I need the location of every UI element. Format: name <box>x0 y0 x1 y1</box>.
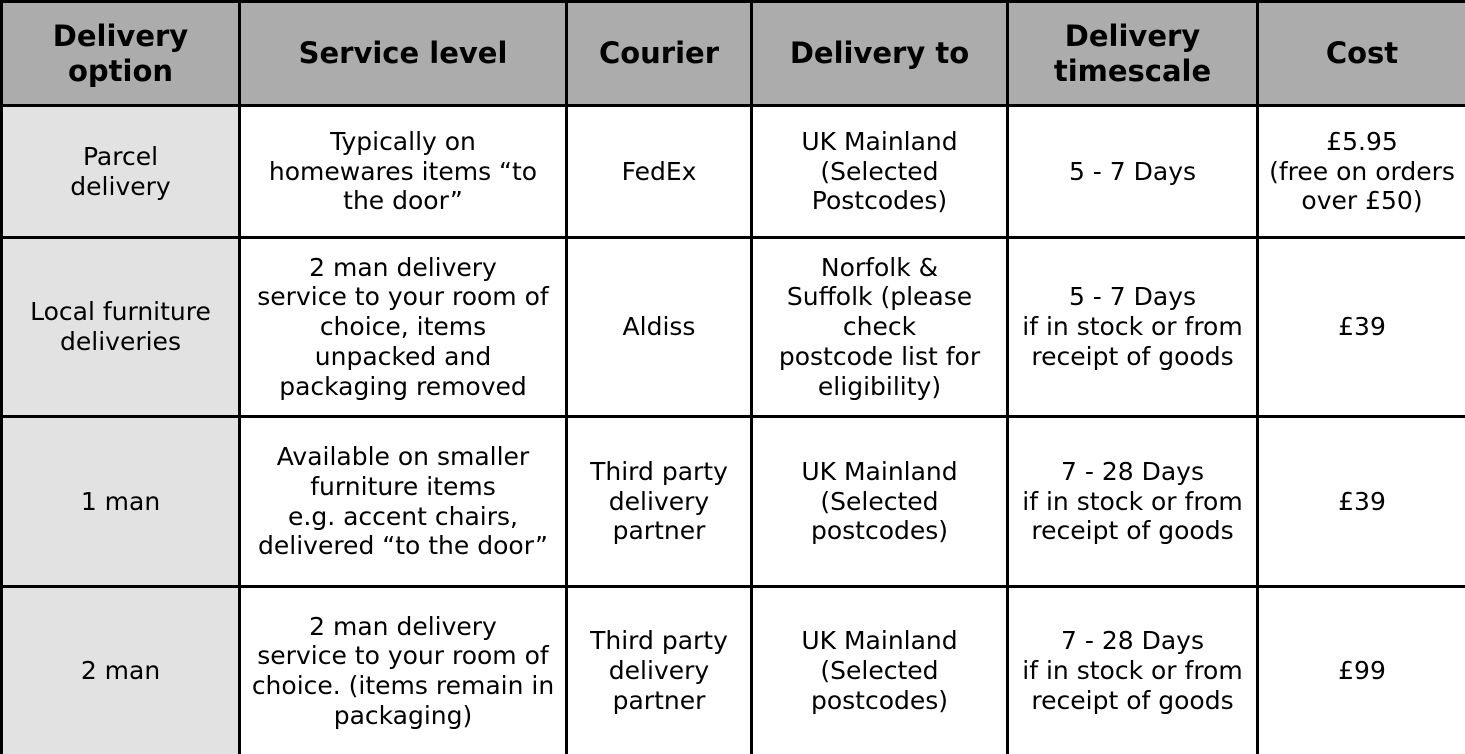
cell-service-level: Available on smaller furniture items e.g… <box>238 415 568 588</box>
column-header-service-level-label: Service level <box>298 36 508 71</box>
cell-delivery-timescale: 5 - 7 Days <box>1006 104 1259 239</box>
cell-courier-text: Aldiss <box>622 312 696 342</box>
cell-courier-text: Third party delivery partner <box>590 456 728 546</box>
cell-delivery-to-text: Norfolk & Suffolk (please check postcode… <box>778 252 981 401</box>
column-header-service-level: Service level <box>238 0 568 107</box>
cell-courier: Aldiss <box>565 236 753 418</box>
cell-service-level: 2 man delivery service to your room of c… <box>238 585 568 754</box>
cell-delivery-option: 1 man <box>0 415 241 588</box>
cell-cost-text: £39 <box>1338 312 1386 342</box>
cell-service-level: 2 man delivery service to your room of c… <box>238 236 568 418</box>
cell-cost-text: £99 <box>1338 656 1386 686</box>
cell-delivery-timescale-text: 5 - 7 Days <box>1068 156 1197 186</box>
cell-delivery-option: 2 man <box>0 585 241 754</box>
cell-courier: FedEx <box>565 104 753 239</box>
cell-delivery-to-text: UK Mainland (Selected postcodes) <box>801 626 958 715</box>
column-header-delivery-option-label: Delivery option <box>52 19 189 88</box>
cell-delivery-timescale-text: 7 - 28 Days if in stock or from receipt … <box>1022 456 1243 546</box>
cell-delivery-option-text: 2 man <box>80 656 161 686</box>
cell-delivery-timescale-text: 7 - 28 Days if in stock or from receipt … <box>1022 626 1243 715</box>
cell-delivery-option: Parcel delivery <box>0 104 241 239</box>
column-header-delivery-timescale: Delivery timescale <box>1006 0 1259 107</box>
cell-delivery-to-text: UK Mainland (Selected Postcodes) <box>801 126 958 216</box>
cell-service-level-text: 2 man delivery service to your room of c… <box>257 252 549 401</box>
column-header-delivery-timescale-label: Delivery timescale <box>1053 19 1212 88</box>
cell-delivery-to-text: UK Mainland (Selected postcodes) <box>801 456 958 546</box>
cell-cost-text: £39 <box>1338 486 1386 516</box>
cell-cost: £39 <box>1256 415 1465 588</box>
cell-service-level: Typically on homewares items “to the doo… <box>238 104 568 239</box>
cell-delivery-timescale: 7 - 28 Days if in stock or from receipt … <box>1006 415 1259 588</box>
cell-courier-text: Third party delivery partner <box>590 626 728 715</box>
table-row: 1 man Available on smaller furniture ite… <box>0 415 1465 588</box>
column-header-delivery-option: Delivery option <box>0 0 241 107</box>
column-header-courier: Courier <box>565 0 753 107</box>
cell-delivery-timescale: 7 - 28 Days if in stock or from receipt … <box>1006 585 1259 754</box>
cell-service-level-text: Typically on homewares items “to the doo… <box>268 126 538 216</box>
cell-delivery-option: Local furniture deliveries <box>0 236 241 418</box>
cell-cost-text: £5.95 (free on orders over £50) <box>1269 126 1455 216</box>
cell-delivery-to: UK Mainland (Selected Postcodes) <box>750 104 1009 239</box>
cell-delivery-to: UK Mainland (Selected postcodes) <box>750 585 1009 754</box>
column-header-cost: Cost <box>1256 0 1465 107</box>
cell-cost: £39 <box>1256 236 1465 418</box>
cell-delivery-option-text: Local furniture deliveries <box>30 297 211 356</box>
cell-delivery-to: UK Mainland (Selected postcodes) <box>750 415 1009 588</box>
column-header-courier-label: Courier <box>598 36 720 71</box>
column-header-cost-label: Cost <box>1325 36 1399 71</box>
table-body: Parcel delivery Typically on homewares i… <box>0 104 1465 754</box>
table-header: Delivery option Service level Courier De… <box>0 0 1465 107</box>
table-row: Local furniture deliveries 2 man deliver… <box>0 236 1465 418</box>
cell-delivery-timescale-text: 5 - 7 Days if in stock or from receipt o… <box>1022 282 1243 371</box>
cell-delivery-timescale: 5 - 7 Days if in stock or from receipt o… <box>1006 236 1259 418</box>
cell-cost: £99 <box>1256 585 1465 754</box>
cell-delivery-option-text: 1 man <box>80 486 161 516</box>
cell-service-level-text: 2 man delivery service to your room of c… <box>251 611 555 730</box>
cell-delivery-option-text: Parcel delivery <box>70 141 171 201</box>
column-header-delivery-to-label: Delivery to <box>789 36 970 71</box>
cell-delivery-to: Norfolk & Suffolk (please check postcode… <box>750 236 1009 418</box>
table-header-row: Delivery option Service level Courier De… <box>0 0 1465 107</box>
cell-courier-text: FedEx <box>621 156 697 186</box>
cell-service-level-text: Available on smaller furniture items e.g… <box>258 442 548 561</box>
cell-courier: Third party delivery partner <box>565 585 753 754</box>
table-row: 2 man 2 man delivery service to your roo… <box>0 585 1465 754</box>
table-row: Parcel delivery Typically on homewares i… <box>0 104 1465 239</box>
cell-courier: Third party delivery partner <box>565 415 753 588</box>
cell-cost: £5.95 (free on orders over £50) <box>1256 104 1465 239</box>
column-header-delivery-to: Delivery to <box>750 0 1009 107</box>
